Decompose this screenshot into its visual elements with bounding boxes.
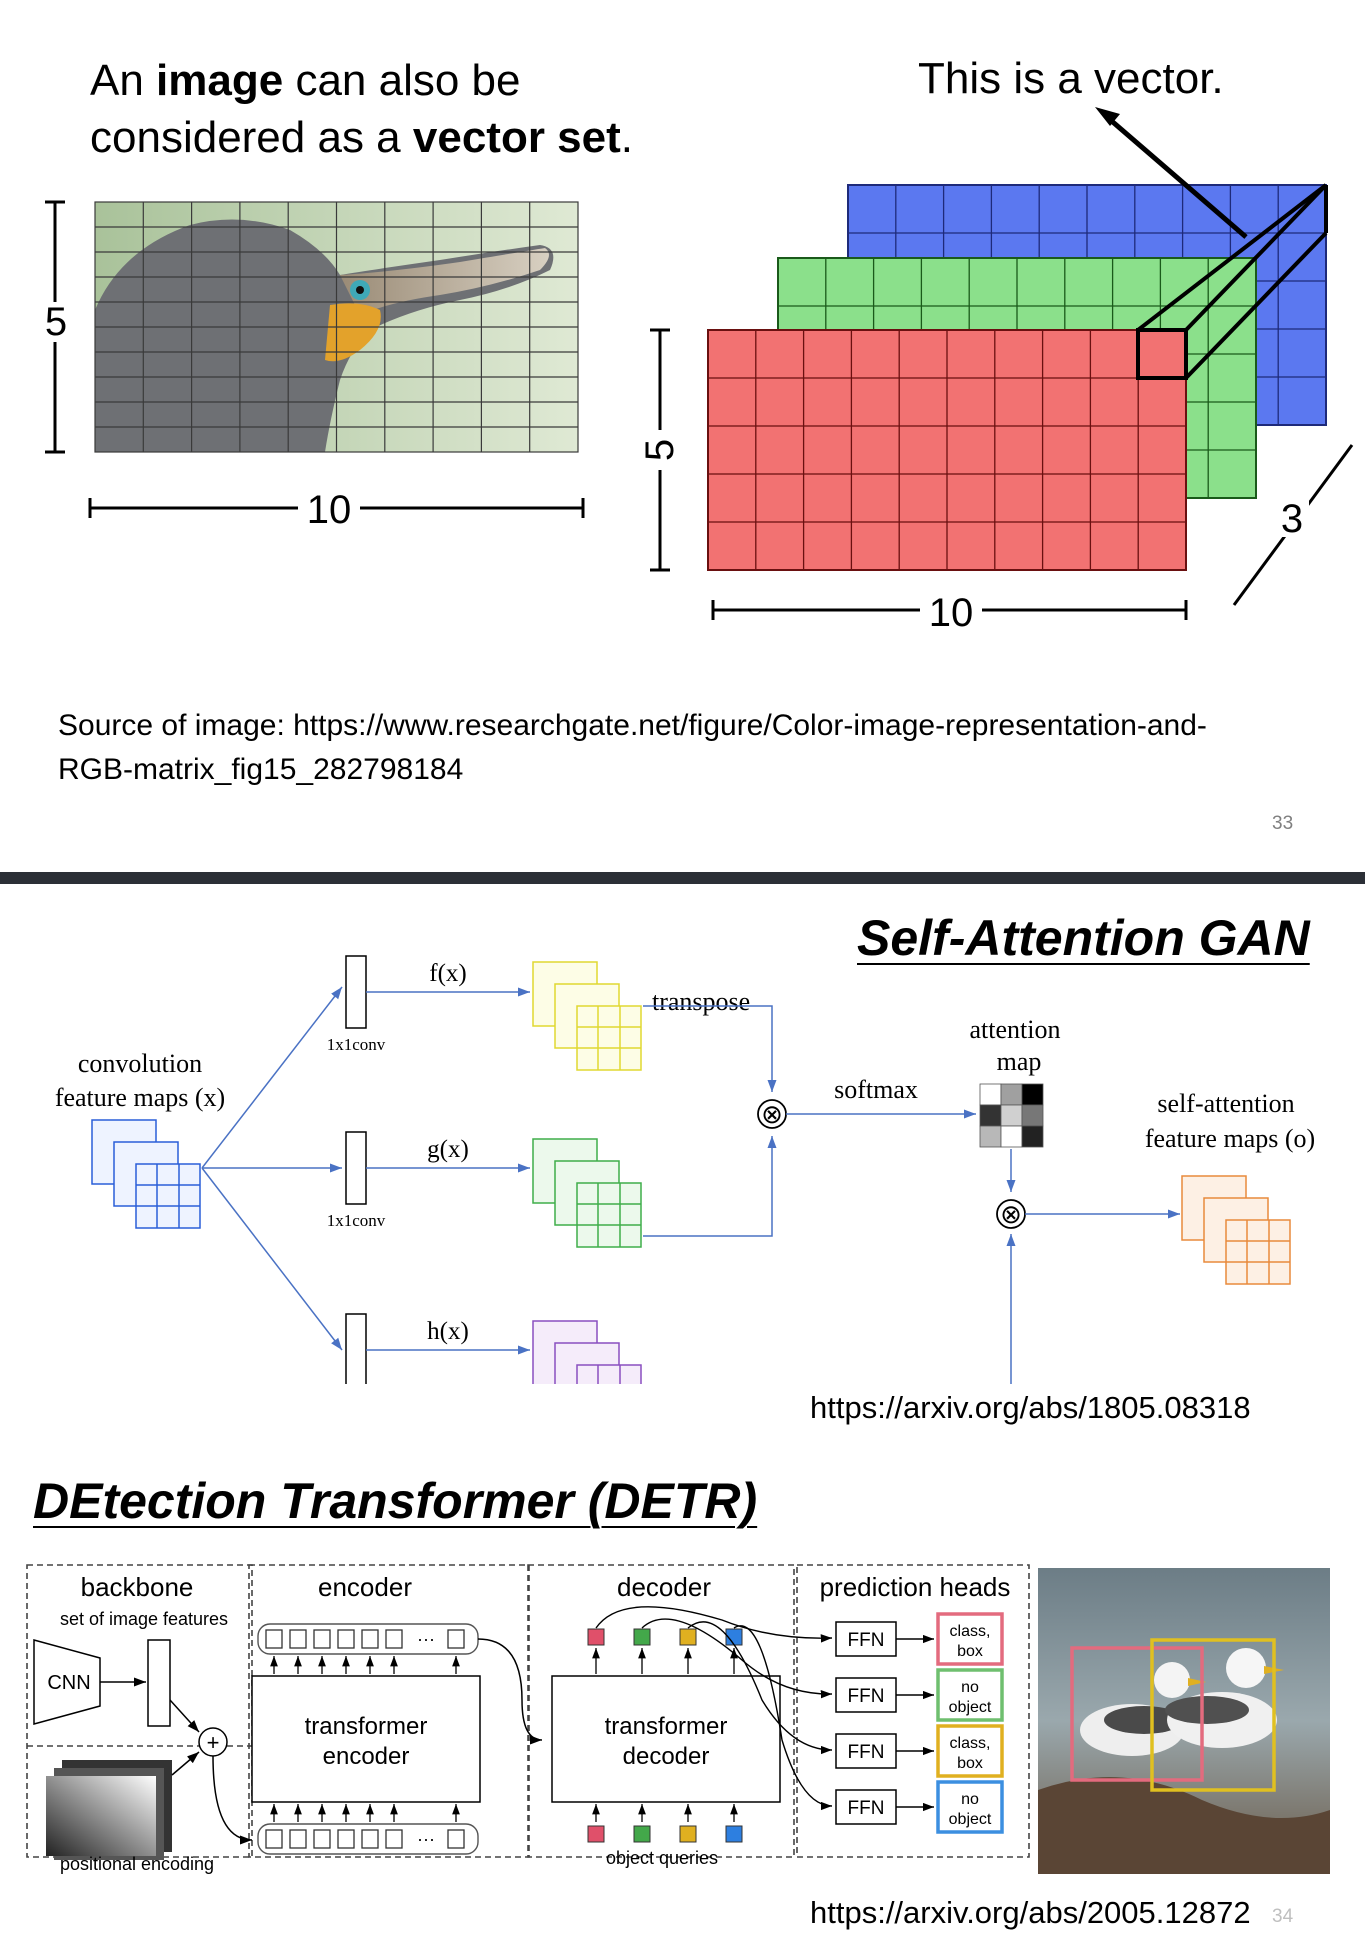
g-label: g(x) bbox=[427, 1136, 469, 1163]
svg-text:⊗: ⊗ bbox=[1000, 1200, 1022, 1229]
decoder-panel bbox=[527, 1564, 795, 1858]
conv-label-f: 1x1conv bbox=[327, 1035, 386, 1054]
page-number: 33 bbox=[1272, 813, 1294, 834]
rgb-tensor: 5 10 3 bbox=[638, 107, 1354, 635]
svg-text:decoder: decoder bbox=[623, 1743, 710, 1770]
vector-callout: This is a vector. bbox=[918, 54, 1224, 103]
feature-block bbox=[147, 1639, 171, 1727]
output-feature-maps bbox=[1181, 1175, 1291, 1285]
svg-text:+: + bbox=[207, 1730, 220, 1755]
svg-text:FFN: FFN bbox=[848, 1686, 885, 1707]
svg-text:···: ··· bbox=[417, 1829, 435, 1849]
bird-image-grid: 5 10 bbox=[44, 200, 585, 530]
intro-text: An image can also be considered as a vec… bbox=[90, 56, 633, 163]
transformer-encoder-block bbox=[251, 1675, 481, 1803]
svg-text:box: box bbox=[957, 1643, 983, 1660]
svg-text:box: box bbox=[957, 1755, 983, 1772]
svg-text:object: object bbox=[949, 1811, 992, 1828]
pred-no-object-1 bbox=[936, 1668, 1004, 1722]
vector-prism bbox=[1136, 183, 1328, 380]
conv-label-g: 1x1conv bbox=[327, 1211, 386, 1230]
svg-text:no: no bbox=[961, 1679, 979, 1696]
input-feature-maps bbox=[91, 1119, 201, 1229]
svg-text:transformer: transformer bbox=[305, 1713, 428, 1740]
pred-class-box-2 bbox=[936, 1724, 1004, 1778]
output-label: self-attention bbox=[1157, 1089, 1294, 1118]
attention-map bbox=[979, 1083, 1044, 1148]
svg-text:···: ··· bbox=[417, 1629, 435, 1649]
sagan-title: Self-Attention GAN bbox=[857, 910, 1310, 966]
object-queries bbox=[587, 1825, 743, 1843]
input-label: convolution bbox=[78, 1049, 202, 1078]
attention-label: attention bbox=[970, 1015, 1061, 1044]
svg-text:FFN: FFN bbox=[848, 1742, 885, 1763]
image-source: Source of image: https://www.researchgat… bbox=[58, 709, 1207, 786]
page-number-2: 34 bbox=[1272, 1906, 1294, 1927]
image-height-label: 5 bbox=[45, 300, 67, 344]
g-feature-maps bbox=[532, 1138, 642, 1248]
conv-f bbox=[345, 955, 367, 1029]
svg-text:transformer: transformer bbox=[605, 1713, 728, 1740]
svg-text:FFN: FFN bbox=[848, 1798, 885, 1819]
backbone-header: backbone bbox=[81, 1572, 194, 1602]
softmax-label: softmax bbox=[834, 1075, 918, 1104]
conv-h bbox=[345, 1313, 367, 1384]
f-feature-maps bbox=[532, 961, 642, 1071]
heads-panel bbox=[796, 1564, 1030, 1858]
f-label: f(x) bbox=[429, 960, 466, 987]
image-width-label: 10 bbox=[307, 488, 352, 530]
detr-diagram: backbone encoder decoder prediction head… bbox=[26, 1564, 1330, 1874]
svg-text:CNN: CNN bbox=[47, 1672, 90, 1694]
detr-title: DEtection Transformer (DETR) bbox=[33, 1473, 758, 1529]
encoder-header: encoder bbox=[318, 1572, 412, 1602]
svg-text:class,: class, bbox=[950, 1735, 991, 1752]
slide-divider bbox=[0, 872, 1365, 884]
svg-text:no: no bbox=[961, 1791, 979, 1808]
svg-text:class,: class, bbox=[950, 1623, 991, 1640]
h-label: h(x) bbox=[427, 1318, 469, 1345]
svg-text:FFN: FFN bbox=[848, 1630, 885, 1651]
red-channel bbox=[707, 329, 1187, 571]
detection-photo bbox=[1038, 1568, 1330, 1874]
h-feature-maps bbox=[532, 1320, 642, 1384]
transformer-decoder-block bbox=[551, 1675, 781, 1803]
decoder-output-queries bbox=[587, 1628, 743, 1646]
conv-g bbox=[345, 1131, 367, 1205]
heads-header: prediction heads bbox=[820, 1572, 1011, 1602]
pred-no-object-2 bbox=[936, 1780, 1004, 1834]
positional-label: positional encoding bbox=[60, 1854, 214, 1874]
svg-text:encoder: encoder bbox=[323, 1743, 410, 1770]
object-queries-label: object queries bbox=[606, 1848, 718, 1868]
decoder-header: decoder bbox=[617, 1572, 711, 1602]
svg-text:object: object bbox=[949, 1699, 992, 1716]
encoder-panel bbox=[248, 1564, 530, 1858]
pred-class-box-1 bbox=[936, 1612, 1004, 1666]
sagan-diagram: convolution feature maps (x) 1x1conv 1x1… bbox=[55, 955, 1315, 1384]
pixel-grid bbox=[94, 201, 579, 453]
arrow-head-icon bbox=[1095, 107, 1120, 126]
slide-33: An image can also be considered as a vec… bbox=[0, 0, 1365, 872]
tensor-height-label: 5 bbox=[638, 439, 682, 461]
cnn-block bbox=[33, 1639, 101, 1725]
svg-text:⊗: ⊗ bbox=[761, 1100, 783, 1129]
transpose-label: transpose bbox=[652, 987, 750, 1016]
positional-encoding-image bbox=[46, 1760, 172, 1860]
tensor-depth-label: 3 bbox=[1281, 497, 1303, 541]
svg-text:feature maps (o): feature maps (o) bbox=[1145, 1124, 1315, 1153]
svg-text:feature maps (x): feature maps (x) bbox=[55, 1083, 225, 1112]
image-features-label: set of image features bbox=[60, 1609, 228, 1629]
tensor-width-label: 10 bbox=[929, 591, 974, 635]
sagan-url[interactable]: https://arxiv.org/abs/1805.08318 bbox=[810, 1390, 1251, 1425]
slide-34: Self-Attention GAN convolution feature m… bbox=[0, 884, 1365, 1942]
svg-text:map: map bbox=[997, 1047, 1042, 1076]
detr-url[interactable]: https://arxiv.org/abs/2005.12872 bbox=[810, 1895, 1251, 1930]
ffn-blocks bbox=[835, 1621, 897, 1825]
